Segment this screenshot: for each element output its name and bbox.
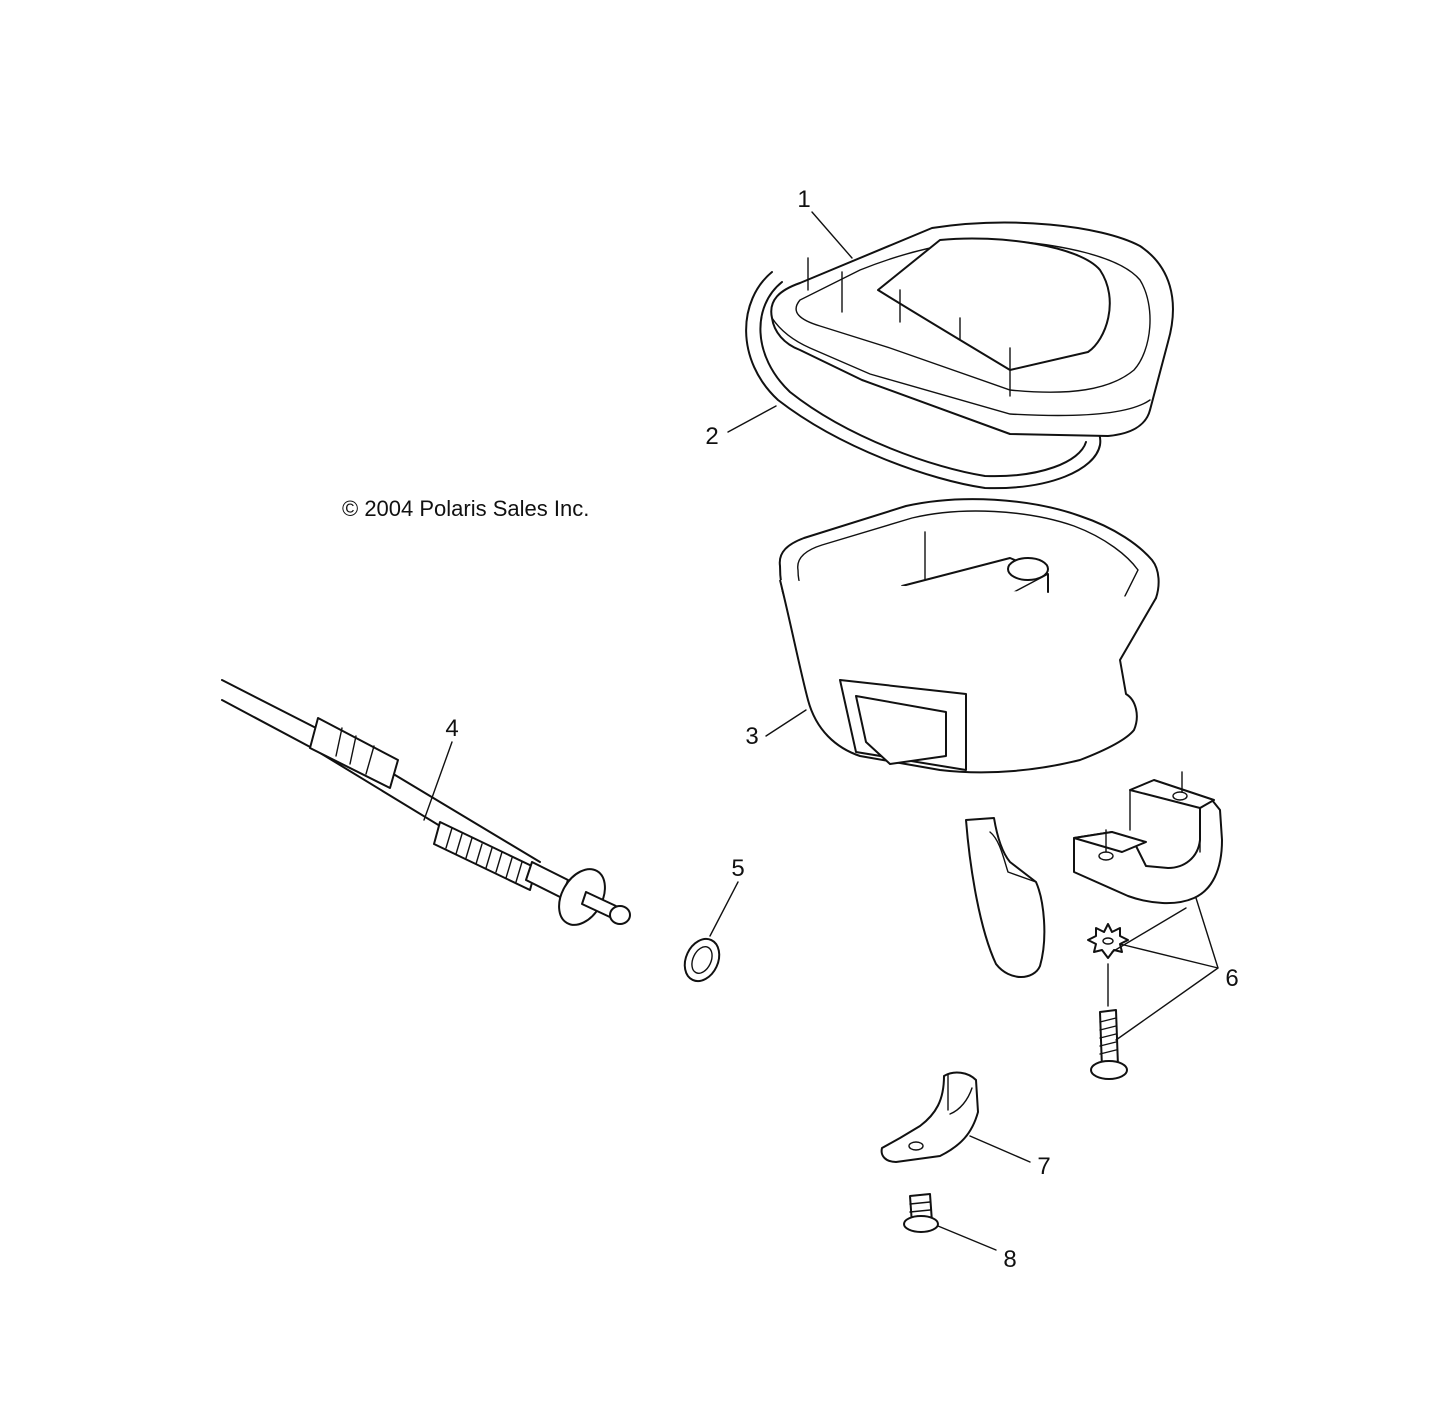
part-star-washer[interactable] (1087, 923, 1129, 959)
callout-7: 7 (1037, 1153, 1050, 1180)
part-cover[interactable] (770, 221, 1174, 437)
copyright-text: © 2004 Polaris Sales Inc. (342, 496, 589, 521)
callout-3: 3 (745, 723, 758, 750)
part-gasket[interactable] (745, 271, 1102, 490)
callout-2: 2 (705, 423, 718, 450)
part-throttle-arm[interactable] (880, 1071, 979, 1163)
part-clamp[interactable] (1073, 771, 1223, 905)
callout-8: 8 (1003, 1246, 1016, 1273)
callout-4: 4 (445, 715, 458, 742)
leader-lines (423, 211, 1219, 1251)
callout-1: 1 (797, 186, 810, 213)
part-clamp-screw[interactable] (1090, 963, 1128, 1080)
callout-6: 6 (1225, 965, 1238, 992)
part-cable[interactable] (221, 679, 631, 933)
callout-5: 5 (731, 855, 744, 882)
part-housing[interactable] (778, 498, 1160, 978)
part-screw[interactable] (903, 1193, 939, 1233)
part-washer[interactable] (678, 933, 726, 986)
